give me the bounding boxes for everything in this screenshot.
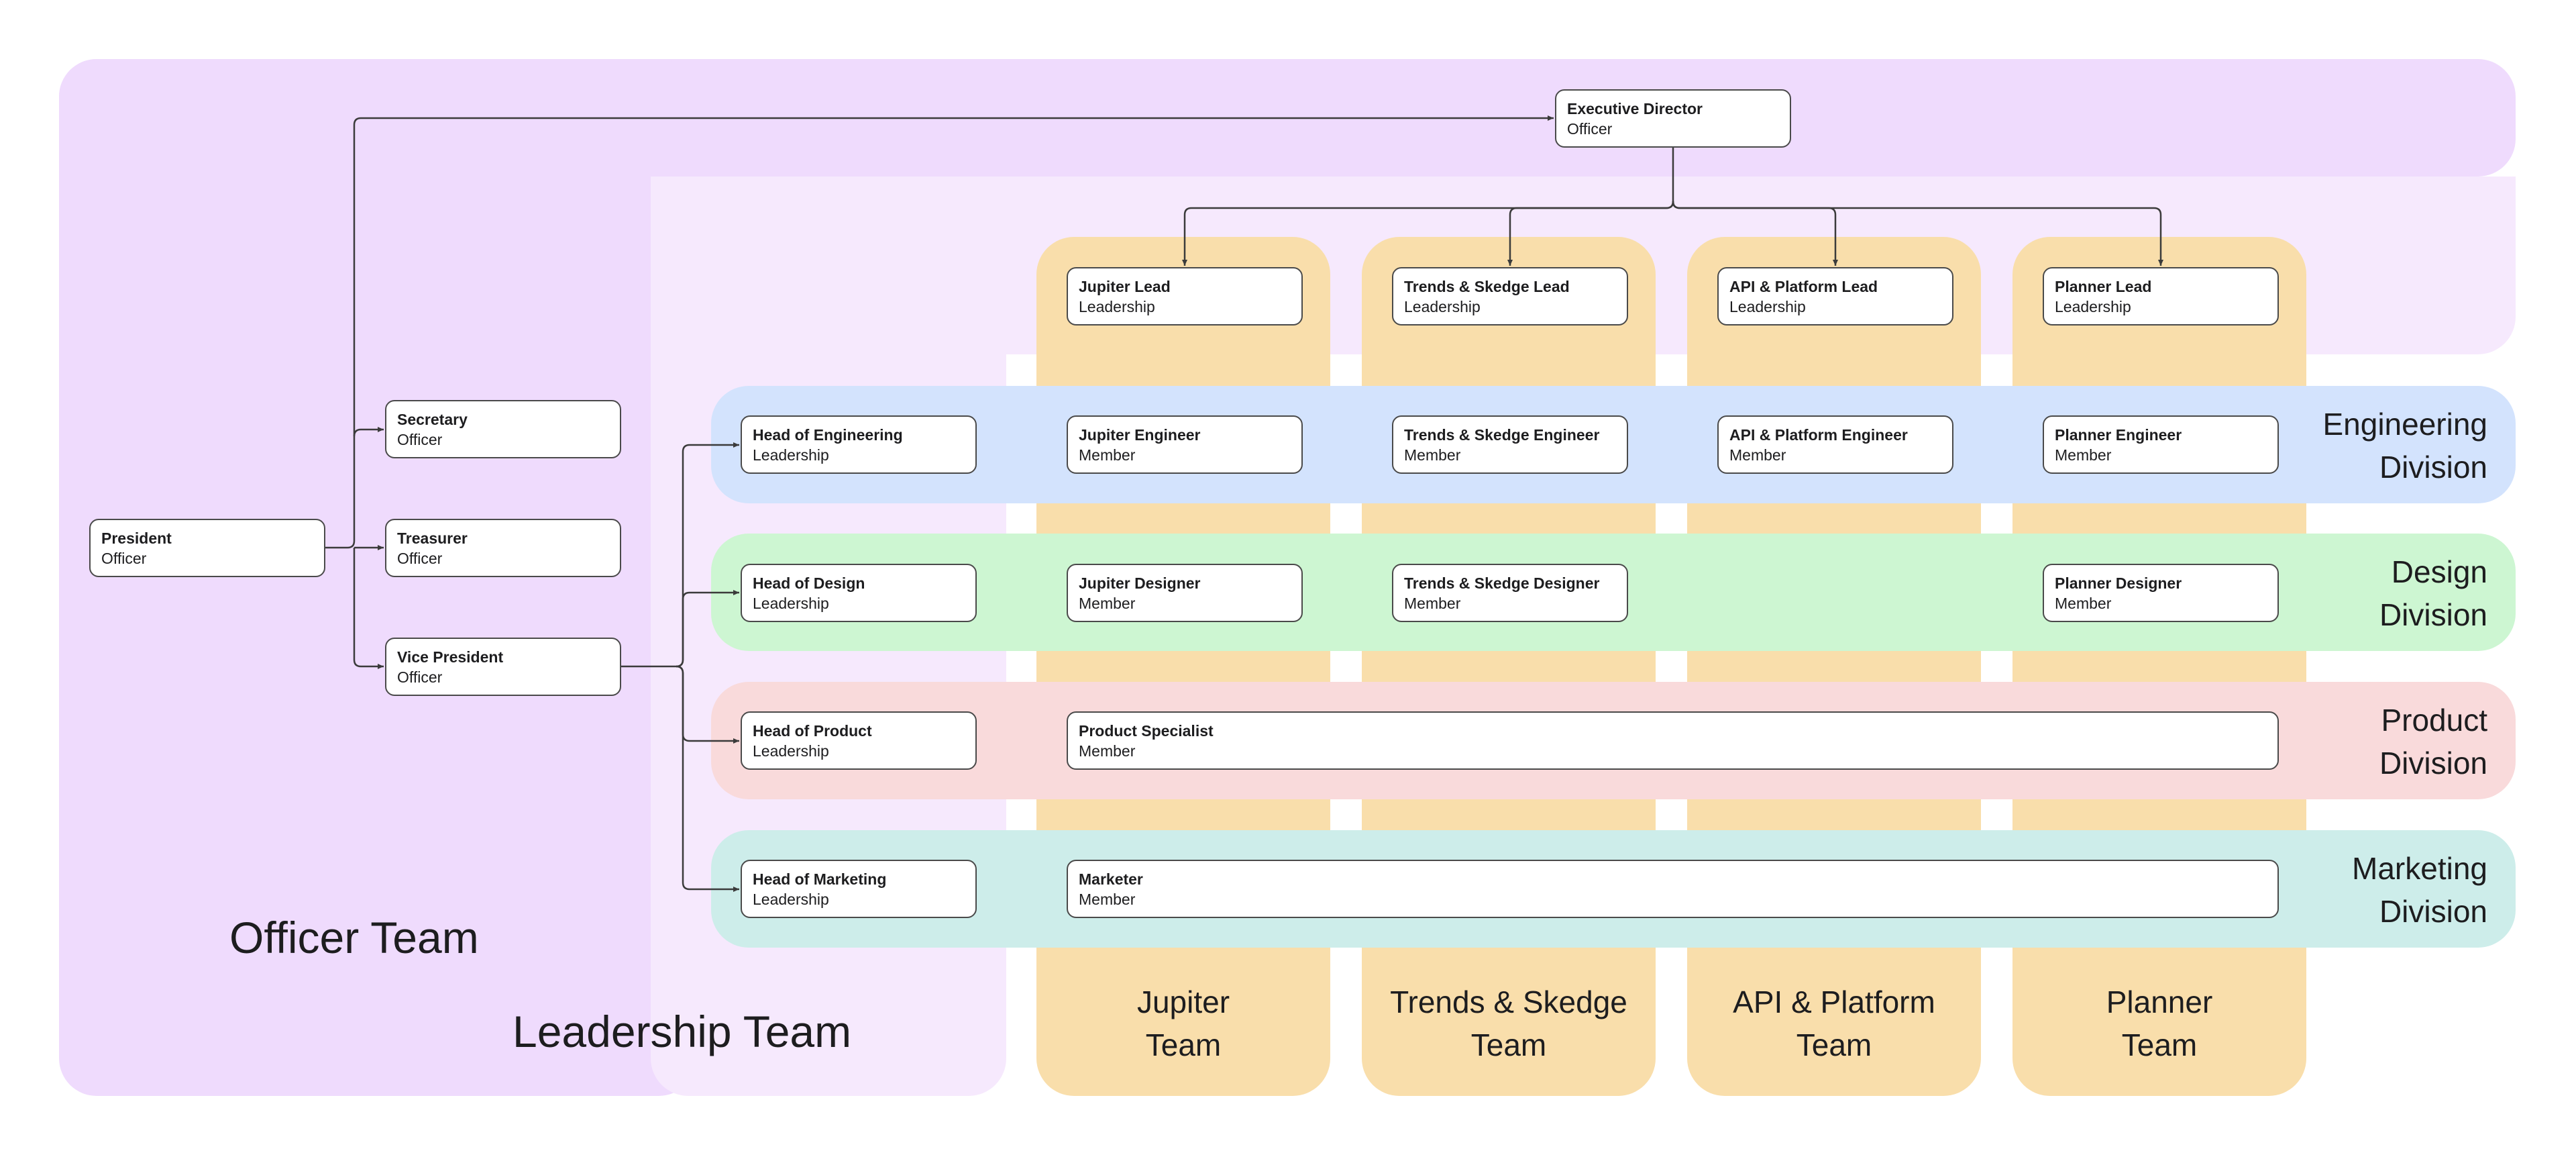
node-title: President [101,530,172,547]
executive-director-node[interactable]: Executive Director Officer [1555,89,1791,148]
node-role: Member [1404,446,1461,464]
node-role: Member [2055,446,2112,464]
jupiter-engineer-node[interactable]: Jupiter Engineer Member [1067,415,1303,474]
node-role: Member [1729,446,1786,464]
head-of-marketing-node[interactable]: Head of Marketing Leadership [741,860,977,918]
node-role: Leadership [2055,298,2131,315]
node-role: Officer [397,550,443,567]
jupiter-team-column [1036,237,1330,1096]
node-role: Leadership [753,891,829,908]
node-title: Head of Product [753,722,872,740]
node-role: Leadership [1404,298,1481,315]
node-title: Head of Design [753,574,865,592]
node-title: Product Specialist [1079,722,1214,740]
node-role: Officer [397,668,443,686]
api-platform-engineer-node[interactable]: API & Platform Engineer Member [1717,415,1953,474]
node-role: Leadership [753,446,829,464]
planner-designer-node[interactable]: Planner Designer Member [2043,564,2279,622]
leadership-team-label: Leadership Team [513,1007,852,1056]
node-title: Secretary [397,411,468,428]
planner-team-column [2012,237,2306,1096]
trends-skedge-engineer-node[interactable]: Trends & Skedge Engineer Member [1392,415,1628,474]
node-title: Jupiter Engineer [1079,426,1201,444]
node-role: Member [1079,742,1136,760]
api-platform-lead-node[interactable]: API & Platform Lead Leadership [1717,267,1953,325]
node-title: Trends & Skedge Engineer [1404,426,1600,444]
head-of-product-node[interactable]: Head of Product Leadership [741,711,977,770]
node-role: Member [1079,595,1136,612]
trends-skedge-team-column [1362,237,1656,1096]
product-specialist-node[interactable]: Product Specialist Member [1067,711,2279,770]
trends-skedge-designer-node[interactable]: Trends & Skedge Designer Member [1392,564,1628,622]
vice-president-node[interactable]: Vice President Officer [385,638,621,696]
marketer-node[interactable]: Marketer Member [1067,860,2279,918]
secretary-node[interactable]: Secretary Officer [385,400,621,458]
node-title: Jupiter Designer [1079,574,1201,592]
node-title: Jupiter Lead [1079,278,1171,295]
trends-skedge-lead-node[interactable]: Trends & Skedge Lead Leadership [1392,267,1628,325]
planner-engineer-node[interactable]: Planner Engineer Member [2043,415,2279,474]
node-role: Member [1404,595,1461,612]
node-title: Planner Lead [2055,278,2152,295]
president-node[interactable]: President Officer [89,519,325,577]
node-title: Vice President [397,648,504,666]
node-title: Marketer [1079,870,1143,888]
head-of-engineering-node[interactable]: Head of Engineering Leadership [741,415,977,474]
node-role: Member [1079,891,1136,908]
node-role: Member [1079,446,1136,464]
node-role: Officer [101,550,147,567]
node-title: API & Platform Lead [1729,278,1878,295]
node-title: Head of Engineering [753,426,903,444]
treasurer-node[interactable]: Treasurer Officer [385,519,621,577]
jupiter-designer-node[interactable]: Jupiter Designer Member [1067,564,1303,622]
node-title: API & Platform Engineer [1729,426,1908,444]
node-role: Leadership [1079,298,1155,315]
node-role: Officer [397,431,443,448]
node-title: Executive Director [1567,100,1703,117]
node-title: Head of Marketing [753,870,887,888]
node-title: Trends & Skedge Lead [1404,278,1570,295]
node-role: Leadership [753,595,829,612]
node-title: Planner Engineer [2055,426,2182,444]
node-role: Leadership [753,742,829,760]
node-title: Planner Designer [2055,574,2182,592]
node-role: Officer [1567,120,1613,138]
api-platform-team-column [1687,237,1981,1096]
officer-team-label: Officer Team [229,913,479,962]
planner-lead-node[interactable]: Planner Lead Leadership [2043,267,2279,325]
node-title: Trends & Skedge Designer [1404,574,1600,592]
jupiter-lead-node[interactable]: Jupiter Lead Leadership [1067,267,1303,325]
node-role: Leadership [1729,298,1806,315]
node-role: Member [2055,595,2112,612]
node-title: Treasurer [397,530,468,547]
head-of-design-node[interactable]: Head of Design Leadership [741,564,977,622]
